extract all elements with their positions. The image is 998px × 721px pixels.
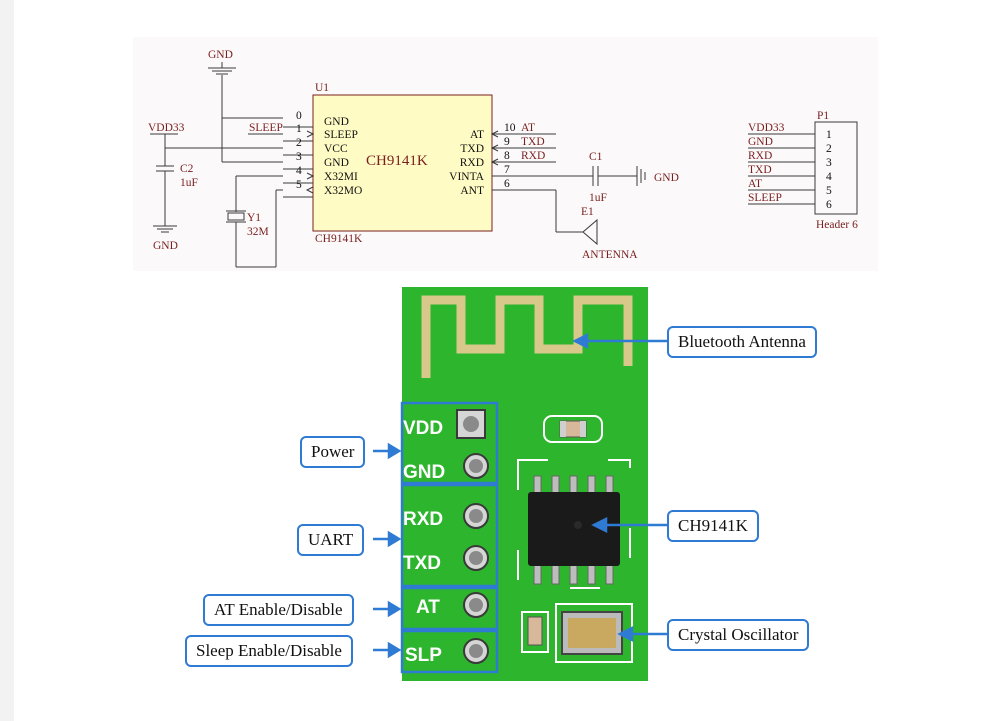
header-net-label: GND (748, 136, 773, 148)
header-p1-body (814, 121, 858, 215)
e1-ref: E1 (581, 206, 594, 218)
vdd-label: VDD33 (148, 122, 185, 134)
chip-pin-number: 6 (504, 178, 510, 190)
header-net-label: TXD (748, 164, 772, 176)
small-capacitor (527, 616, 543, 646)
c1-value: 1uF (589, 192, 607, 204)
chip-pin-number: 2 (296, 137, 302, 149)
header-net-label: RXD (748, 150, 772, 162)
gnd-top-label: GND (208, 49, 233, 61)
chip-pin-name: VCC (324, 143, 348, 155)
chip-pin-number: 4 (296, 165, 302, 177)
chip-pin-number: 9 (504, 136, 510, 148)
chip-pin-name: AT (470, 129, 484, 141)
chip-pin-name: TXD (460, 143, 484, 155)
sleep-net-label: SLEEP (249, 122, 283, 134)
net-label: RXD (521, 150, 545, 162)
chip-pin-name: X32MO (324, 185, 362, 197)
chip-pin-name: VINTA (449, 171, 485, 183)
chip-pin-name: ANT (460, 185, 484, 197)
callout-chip: CH9141K (667, 510, 759, 542)
header-pin-number: 5 (826, 185, 832, 197)
chip-ref: U1 (315, 82, 329, 94)
callout-uart: UART (297, 524, 365, 556)
callout-bluetooth-antenna: Bluetooth Antenna (667, 326, 817, 358)
pin-brackets (400, 401, 499, 674)
silk-label-rxd: RXD (403, 509, 443, 530)
chip-pin-name: RXD (460, 157, 484, 169)
header-pin-number: 6 (826, 199, 832, 211)
chip-value: CH9141K (315, 233, 363, 245)
chip-pin-name: GND (324, 157, 349, 169)
pin-pads (456, 409, 489, 664)
callout-at-enable: AT Enable/Disable (203, 594, 354, 626)
silk-label-at: AT (416, 597, 440, 618)
chip-pin-number: 5 (296, 179, 302, 191)
schematic (150, 62, 858, 268)
chip-pin-number: 1 (296, 123, 302, 135)
y1-value: 32M (247, 226, 269, 238)
net-label: TXD (521, 136, 545, 148)
header-ref: P1 (817, 110, 829, 122)
silk-label-vdd: VDD (403, 418, 443, 439)
chip-pin-name: SLEEP (324, 129, 358, 141)
gnd-right-label: GND (654, 172, 679, 184)
antenna-label: ANTENNA (582, 249, 638, 261)
header-net-label: AT (748, 178, 762, 190)
c2-value: 1uF (180, 177, 198, 189)
header-pin-number: 4 (826, 171, 832, 183)
header-net-label: VDD33 (748, 122, 785, 134)
c2-ref: C2 (180, 163, 194, 175)
y1-ref: Y1 (247, 212, 261, 224)
callout-sleep-enable: Sleep Enable/Disable (185, 635, 353, 667)
callout-crystal-oscillator: Crystal Oscillator (667, 619, 810, 651)
ch9141k-chip (528, 492, 620, 566)
antenna-trace (421, 295, 633, 378)
header-name: Header 6 (816, 219, 858, 231)
header-pin-number: 3 (826, 157, 832, 169)
chip-pin-number: 3 (296, 151, 302, 163)
callout-arrows (373, 332, 667, 659)
chip-pin-name: X32MI (324, 171, 358, 183)
net-label: AT (521, 122, 535, 134)
pin-arrows (305, 130, 499, 194)
gnd-bottom-label: GND (153, 240, 178, 252)
c1-ref: C1 (589, 151, 603, 163)
chip-pin-name: GND (324, 116, 349, 128)
chip-body (312, 94, 493, 232)
silk-label-gnd: GND (403, 462, 445, 483)
silk-label-slp: SLP (405, 645, 442, 666)
pcb-board: VDD GND RXD TXD AT SLP (400, 287, 648, 681)
schematic-background (133, 37, 878, 271)
header-pin-number: 2 (826, 143, 832, 155)
chip-pin-number: 8 (504, 150, 510, 162)
chip-pin-number: 7 (504, 164, 510, 176)
page-scroll-strip (0, 0, 14, 721)
silk-label-txd: TXD (403, 553, 441, 574)
chip-pin-number: 0 (296, 110, 302, 122)
header-pin-number: 1 (826, 129, 832, 141)
chip-pin-number: 10 (504, 122, 516, 134)
chip-name: CH9141K (366, 153, 428, 169)
callout-power: Power (300, 436, 366, 468)
header-net-label: SLEEP (748, 192, 782, 204)
